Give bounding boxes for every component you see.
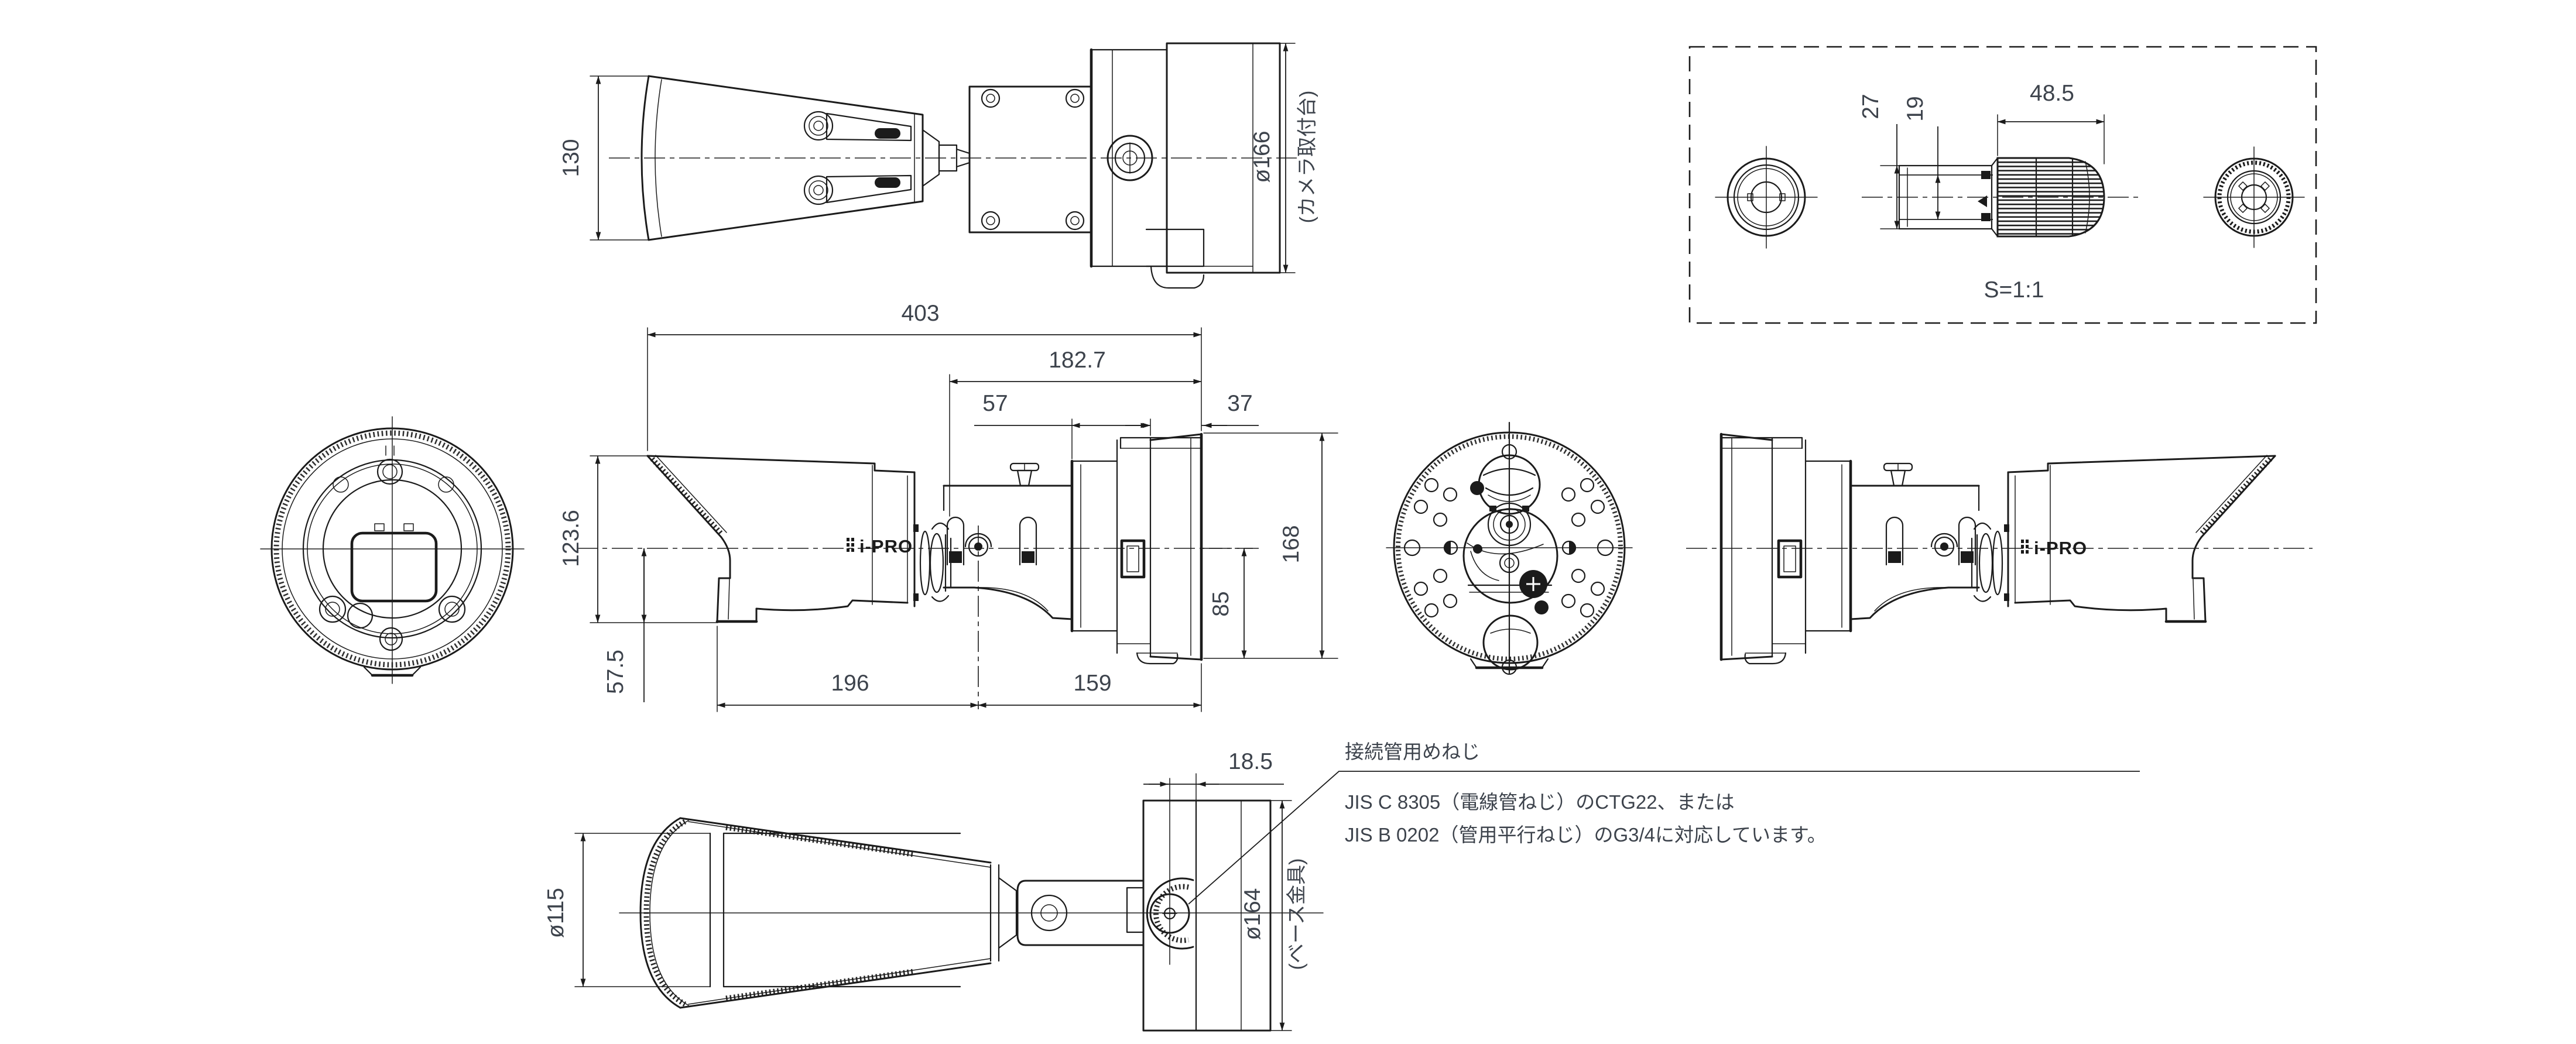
side-view-left: i-PRO 403 182.7 57 37 123.6 57.5 196 — [559, 301, 1338, 712]
connector-front-view — [1715, 146, 1818, 249]
dim-axis-to-base-bottom: 85 — [1208, 591, 1234, 616]
detail-scale-label: S=1:1 — [1984, 277, 2044, 303]
top-view: 130 ø166 (カメラ取付台) — [559, 42, 1318, 289]
dim-camera-height: 123.6 — [559, 510, 584, 567]
dim-conduit-offset: 18.5 — [1228, 749, 1273, 774]
dim-base-depth: 37 — [1227, 391, 1252, 416]
dim-connector-length: 48.5 — [2030, 81, 2074, 106]
dim-arm-depth: 57 — [982, 391, 1008, 416]
side-logo: i-PRO — [859, 536, 913, 557]
dim-base-height: 168 — [1279, 525, 1304, 563]
note-line2: JIS B 0202（管用平行ねじ）のG3/4に対応しています。 — [1345, 824, 1827, 846]
connector-side-view: 27 19 48.5 — [1858, 81, 2143, 238]
dim-lens-diameter: ø115 — [543, 888, 568, 938]
bottom-view: ø115 18.5 ø164 (ベース金具) — [543, 749, 1324, 1032]
detail-box-border — [1688, 46, 2317, 324]
note-line1: JIS C 8305（電線管ねじ）のCTG22、または — [1345, 791, 1735, 813]
dim-hinge-to-back: 182.7 — [1049, 348, 1106, 373]
connector-detail-view: 27 19 48.5 S=1:1 — [1688, 46, 2317, 324]
dim-connector-inner-height: 19 — [1903, 96, 1928, 121]
dim-axis-to-bottom: 57.5 — [603, 650, 628, 694]
label-base-bracket: (ベース金具) — [1286, 858, 1308, 970]
rear-view — [1386, 421, 1633, 675]
dim-front-to-pivot: 196 — [831, 671, 869, 696]
side-view-right: i-PRO — [1686, 434, 2313, 664]
front-view — [260, 416, 525, 684]
dim-connector-height: 27 — [1858, 94, 1883, 119]
note-label: 接続管用めねじ — [1345, 741, 1480, 763]
right-side-logo: i-PRO — [2034, 538, 2087, 558]
conduit-thread-note: 接続管用めねじ JIS C 8305（電線管ねじ）のCTG22、または JIS … — [1188, 741, 2140, 905]
connector-rear-view — [2203, 146, 2305, 248]
dim-bottom-base-diameter: ø164 — [1240, 888, 1265, 940]
dim-overall-length: 403 — [901, 301, 939, 326]
dim-top-base-diameter: ø166 — [1249, 131, 1275, 183]
label-camera-mount: (カメラ取付台) — [1296, 91, 1318, 224]
dim-top-width: 130 — [559, 139, 584, 177]
dim-pivot-to-back: 159 — [1073, 671, 1111, 696]
